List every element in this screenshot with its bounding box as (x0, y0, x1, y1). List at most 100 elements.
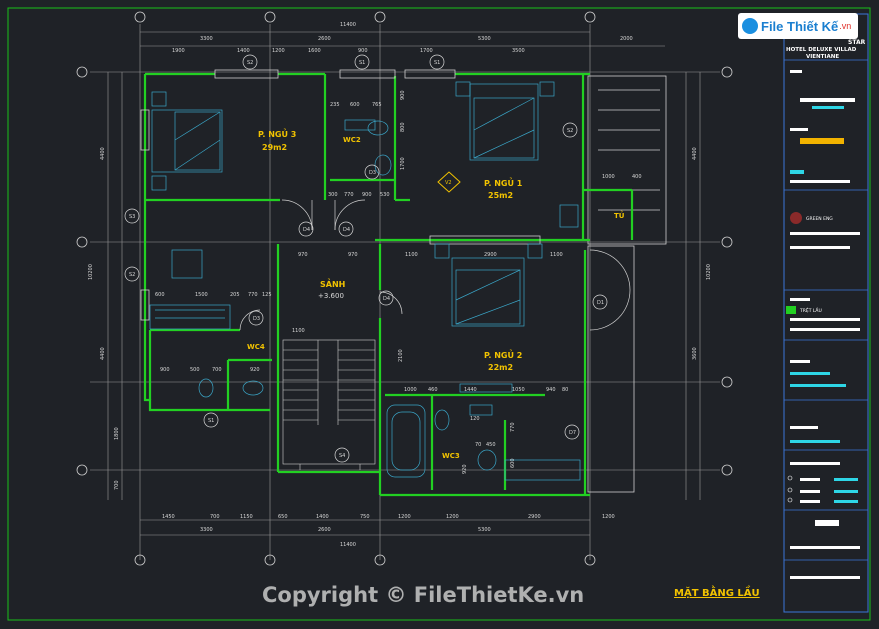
drawing-label: TRỆT LẦU (799, 306, 822, 314)
dim-bot-inner-5: 1400 (316, 514, 329, 520)
balcony-outline (587, 75, 667, 493)
project-line-1: STAR (848, 39, 866, 46)
hall-level: +3.600 (318, 292, 344, 300)
inner-dim-2: 600 (350, 102, 360, 108)
furniture (149, 81, 581, 481)
room-area-bed2: 22m2 (488, 363, 513, 372)
dim-bot-inner-1: 1450 (162, 514, 175, 520)
marker-v2: V2 (445, 180, 452, 186)
dim-overall-top: 11400 (340, 22, 356, 28)
room-label-wc4: WC4 (247, 343, 265, 351)
inner-dim-18: 1500 (195, 292, 208, 298)
room-area-bed3: 29m2 (262, 143, 287, 152)
dim-bot-inner-6: 750 (360, 514, 370, 520)
dim-bot-inner-2: 700 (210, 514, 220, 520)
inner-dim-11: 970 (298, 252, 308, 258)
dim-bot-inner-10: 1200 (602, 514, 615, 520)
inner-dim-7: 300 (328, 192, 338, 198)
inner-dim-24: 700 (212, 367, 222, 373)
title-block (783, 13, 869, 613)
site-logo: File Thiết Kế .vn (738, 13, 858, 39)
inner-dim-15: 2900 (484, 252, 497, 258)
dim-bot-outer-1: 3300 (200, 527, 213, 533)
doors (239, 199, 631, 331)
inner-dim-30: 940 (546, 387, 556, 393)
dim-bot-inner-3: 1150 (240, 514, 253, 520)
dim-right-2: 10200 (706, 264, 712, 280)
dim-bot-inner-8: 1200 (446, 514, 459, 520)
dim-top-outer-1: 3300 (200, 36, 213, 42)
marker-s1-c: S1 (208, 418, 214, 424)
room-label-closet: TỦ (614, 210, 625, 220)
drawing-title: MẶT BẰNG LẦU (674, 584, 760, 599)
marker-s2-b: S2 (567, 128, 573, 134)
company-name: GREEN ENG (806, 216, 833, 222)
marker-d3-b: D3 (253, 316, 260, 322)
inner-dim-19: 205 (230, 292, 240, 298)
inner-dim-40: 400 (632, 174, 642, 180)
room-area-bed1: 25m2 (488, 191, 513, 200)
inner-dim-10: 530 (380, 192, 390, 198)
inner-dim-20: 770 (248, 292, 258, 298)
inner-dim-36: 600 (510, 458, 516, 468)
dim-top-outer-3: 5300 (478, 36, 491, 42)
dim-top-inner-3: 1200 (272, 48, 285, 54)
inner-dim-17: 600 (155, 292, 165, 298)
dim-top-inner-1: 1900 (172, 48, 185, 54)
inner-dim-26: 1000 (404, 387, 417, 393)
dim-right-1: 4400 (692, 147, 698, 160)
marker-d4-b: D4 (343, 227, 350, 233)
grid-bubbles (76, 11, 733, 566)
project-line-3: VIENTIANE (806, 54, 839, 60)
inner-dim-13: 1100 (405, 252, 418, 258)
inner-dim-38: 2100 (398, 349, 404, 362)
dim-top-inner-4: 1600 (308, 48, 321, 54)
dim-top-inner-6: 1700 (420, 48, 433, 54)
dim-overall-bottom: 11400 (340, 542, 356, 548)
inner-dim-33: 70 (475, 442, 481, 448)
dim-left-3: 4400 (100, 347, 106, 360)
windows (140, 69, 541, 321)
marker-d4-a: D4 (303, 227, 310, 233)
inner-dim-35: 920 (462, 464, 468, 474)
inner-dim-29: 1050 (512, 387, 525, 393)
inner-dim-3: 765 (372, 102, 382, 108)
inner-dim-12: 970 (348, 252, 358, 258)
logo-tld-text: .vn (839, 21, 852, 31)
inner-dim-9: 900 (362, 192, 372, 198)
dim-left-2: 10200 (88, 264, 94, 280)
dim-bot-inner-7: 1200 (398, 514, 411, 520)
marker-d1: D1 (597, 300, 604, 306)
inner-dim-1: 235 (330, 102, 340, 108)
inner-dim-28: 1440 (464, 387, 477, 393)
marker-s2-c: S2 (129, 272, 135, 278)
dim-top-outer-2: 2600 (318, 36, 331, 42)
dimension-lines (90, 24, 720, 560)
dim-top-inner-7: 3500 (512, 48, 525, 54)
inner-dim-16: 1100 (292, 328, 305, 334)
room-label-wc3: WC3 (442, 452, 460, 460)
inner-dim-21: 125 (262, 292, 272, 298)
dim-left-1: 4400 (100, 147, 106, 160)
inner-dim-14: 1100 (550, 252, 563, 258)
dim-bot-inner-4: 650 (278, 514, 288, 520)
inner-dim-27: 460 (428, 387, 438, 393)
dim-top-outer-4: 2000 (620, 36, 633, 42)
marker-d3-a: D3 (369, 170, 376, 176)
logo-brand-text: File Thiết Kế (761, 18, 839, 34)
inner-dim-34: 450 (486, 442, 496, 448)
dim-bot-outer-3: 5300 (478, 527, 491, 533)
dim-top-inner-5: 900 (358, 48, 368, 54)
inner-dim-6: 1700 (400, 157, 406, 170)
inner-dim-37: 770 (510, 422, 516, 432)
room-label-wc2: WC2 (343, 136, 361, 144)
marker-d4-c: D4 (383, 296, 390, 302)
copyright-watermark: Copyright © FileThietKe.vn (262, 583, 584, 607)
door-window-markers (124, 54, 608, 463)
marker-s2-a: S2 (247, 60, 253, 66)
room-label-bed2: P. NGỦ 2 (484, 348, 522, 360)
dim-bot-outer-2: 2600 (318, 527, 331, 533)
project-line-2: HOTEL DELUXE VILLAD (786, 47, 857, 53)
